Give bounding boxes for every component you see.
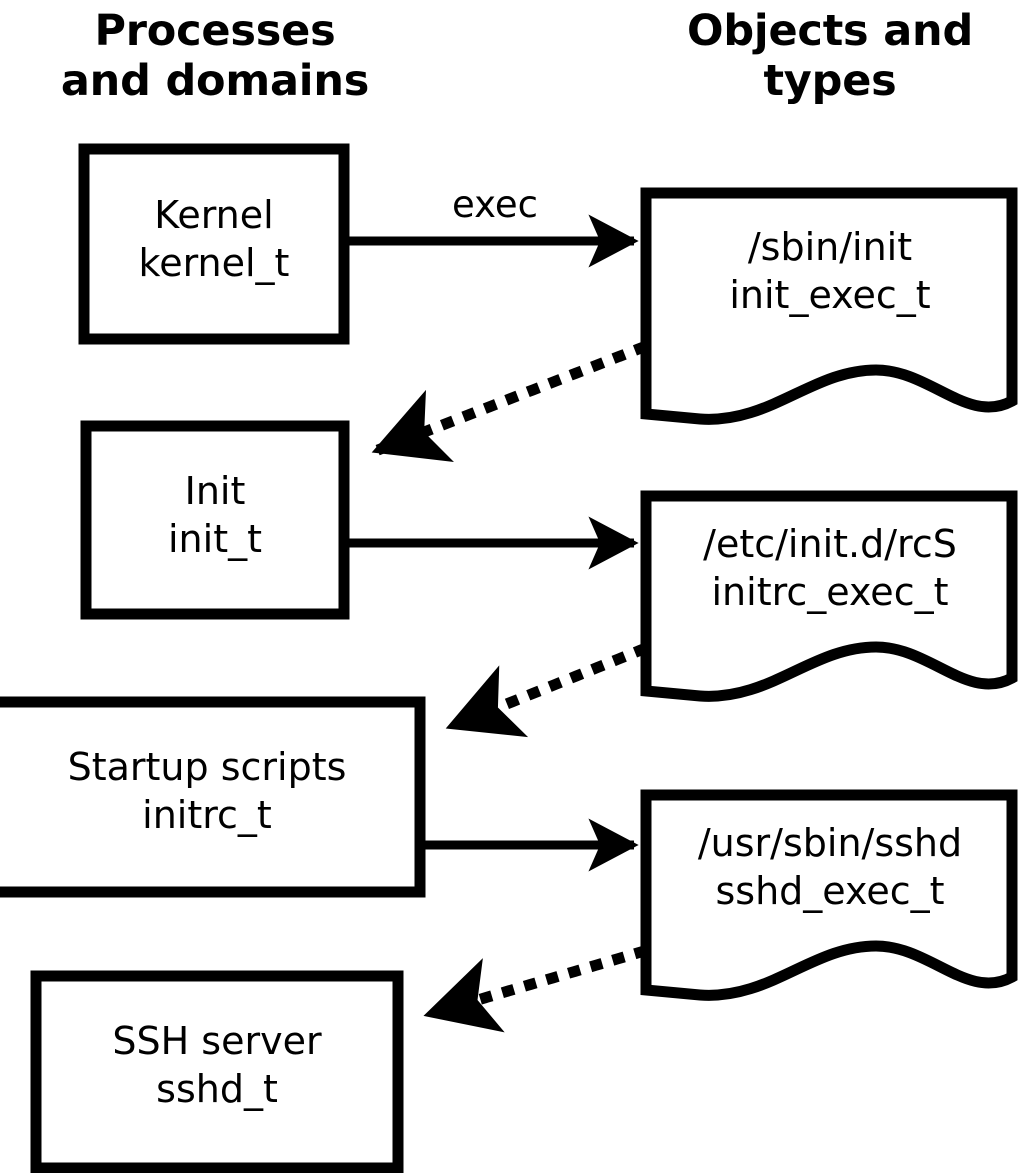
process-box-init[interactable] (80, 420, 350, 620)
edge-sbin-init-transition-init (370, 340, 649, 463)
column-heading-objects-and-types: Objects and types (686, 6, 974, 107)
edge-rcs-transition-startup-scripts (444, 642, 649, 738)
process-box-ssh-server[interactable] (30, 970, 404, 1173)
object-doc-sbin-init[interactable] (640, 187, 1018, 425)
object-doc-etc-initd-rcs[interactable] (640, 490, 1018, 702)
process-box-kernel[interactable] (78, 143, 350, 345)
object-doc-usr-sbin-sshd[interactable] (640, 789, 1018, 1001)
column-heading-processes-and-domains: Processes and domains (60, 6, 370, 107)
process-box-startup-scripts[interactable] (0, 696, 426, 898)
edge-label-exec: exec (452, 183, 538, 226)
edge-sshd-exec-transition-ssh-server (423, 945, 648, 1033)
